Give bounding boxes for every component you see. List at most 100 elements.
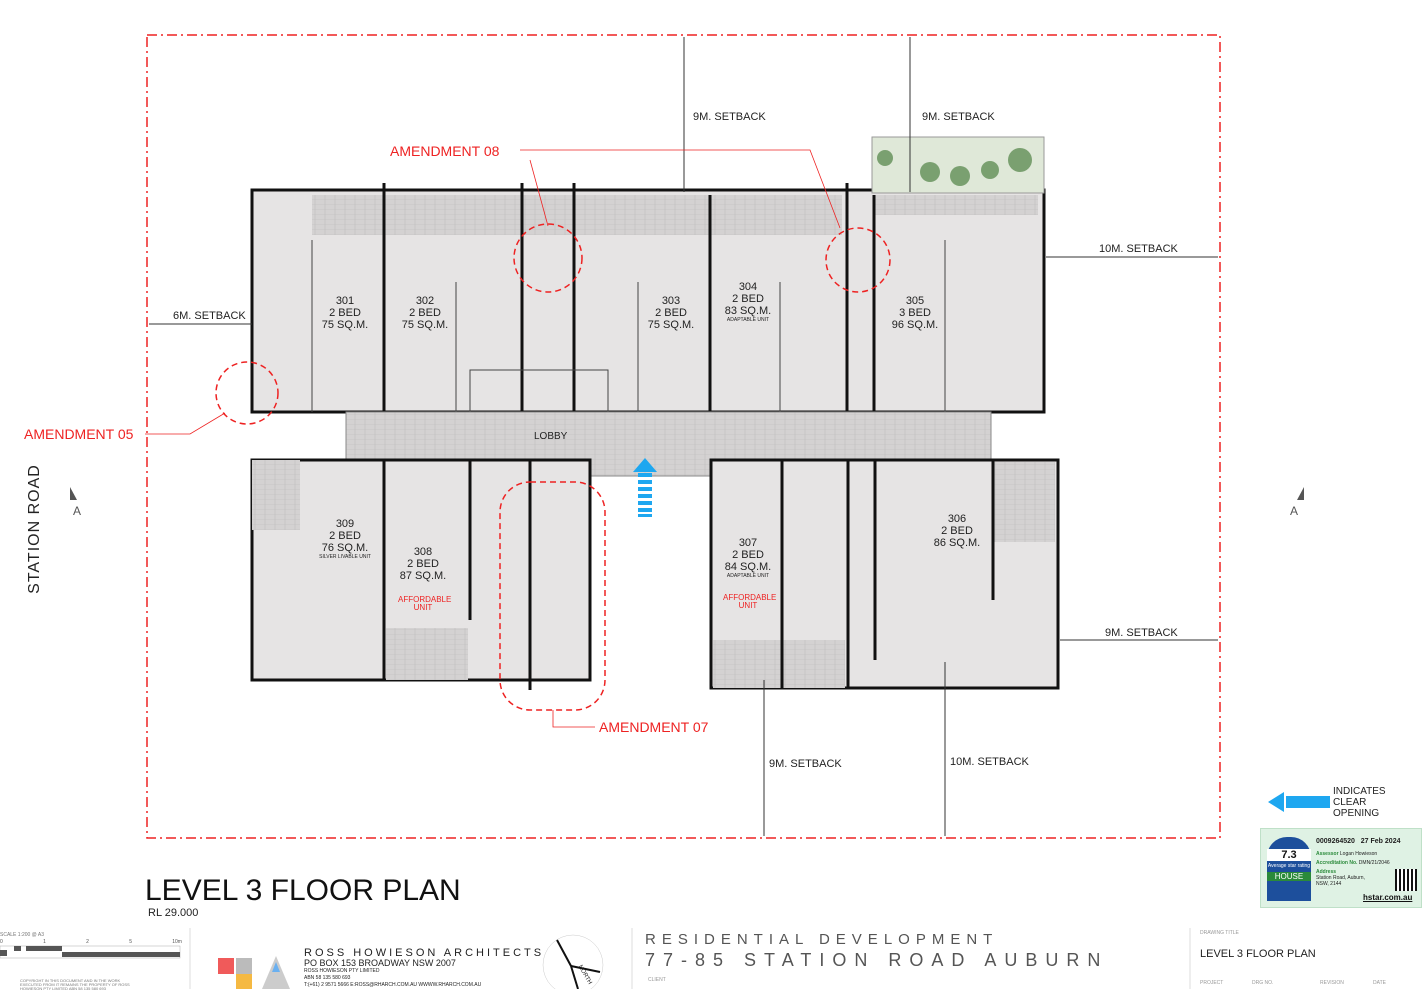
unit-number: 305	[905, 295, 925, 307]
nathers-site: hstar.com.au	[1363, 893, 1413, 902]
unit-number: 309	[335, 518, 355, 530]
scale-tick: 2	[86, 939, 89, 945]
firm-name: ROSS HOWIESON ARCHITECTS	[304, 947, 545, 959]
site-boundary	[146, 34, 1221, 839]
titleblock-drawing-title: LEVEL 3 FLOOR PLAN	[1200, 948, 1316, 960]
firm-address: PO BOX 153 BROADWAY NSW 2007	[304, 958, 456, 968]
scale-tick: 1	[43, 939, 46, 945]
reduced-level: RL 29.000	[148, 907, 199, 919]
unit-beds: 3 BED	[899, 307, 931, 319]
unit-beds: 2 BED	[329, 530, 361, 542]
drawing-title: LEVEL 3 FLOOR PLAN	[145, 874, 461, 907]
nathers-brand: HOUSE	[1267, 872, 1311, 881]
assessor: Logan Howieson	[1339, 851, 1378, 857]
amendment-05-label: AMENDMENT 05	[24, 426, 134, 442]
client-label: CLIENT	[648, 977, 666, 983]
amendment-07-cloud	[499, 481, 606, 711]
unit-affordable: AFFORDABLE UNIT	[723, 593, 777, 610]
scale-tick: 10m	[172, 939, 182, 945]
copyright-notice: COPYRIGHT IN THIS DOCUMENT AND IN THE WO…	[20, 978, 130, 991]
unit-number: 301	[335, 295, 355, 307]
date-label: DATE	[1373, 980, 1386, 986]
unit-beds: 2 BED	[732, 293, 764, 305]
unit-area: 84 SQ.M.	[724, 561, 772, 573]
entry-arrow-icon	[633, 458, 657, 517]
unit-beds: 2 BED	[407, 558, 439, 570]
unit-area: 96 SQ.M.	[891, 319, 939, 331]
unit-note: SILVER LIVABLE UNIT	[319, 554, 371, 560]
unit-area: 83 SQ.M.	[724, 305, 772, 317]
scale-bar	[0, 945, 181, 959]
section-label-left: A	[73, 504, 82, 518]
unit-number: 308	[413, 546, 433, 558]
unit-number: 302	[415, 295, 435, 307]
revision-label: REVISION	[1320, 980, 1344, 986]
clear-opening-arrow-icon	[1268, 792, 1330, 812]
scale-ticks: 0 1 2 5 10m	[0, 939, 182, 945]
project-line-1: RESIDENTIAL DEVELOPMENT	[645, 931, 999, 948]
amendment-07-label: AMENDMENT 07	[599, 719, 709, 735]
unit-note: ADAPTABLE UNIT	[726, 317, 770, 323]
unit-area: 75 SQ.M.	[647, 319, 695, 331]
setback-label: 9M. SETBACK	[922, 111, 995, 123]
certificate-date: 27 Feb 2024	[1360, 838, 1401, 845]
section-label-right: A	[1290, 504, 1299, 518]
nathers-certificate: 7.3 Average star rating HOUSE 0009264520…	[1260, 828, 1422, 908]
section-marker-left	[70, 487, 77, 500]
scale-tick: 0	[0, 939, 3, 945]
unit-beds: 2 BED	[655, 307, 687, 319]
setback-label: 6M. SETBACK	[173, 310, 246, 322]
setback-label: 9M. SETBACK	[1105, 627, 1178, 639]
setback-label: 9M. SETBACK	[769, 758, 842, 770]
star-rating-label: Average star rating	[1267, 863, 1311, 869]
scale-tick: 5	[129, 939, 132, 945]
amendment-08-cloud-a	[513, 223, 583, 293]
unit-area: 75 SQ.M.	[321, 319, 369, 331]
unit-note: ADAPTABLE UNIT	[726, 573, 770, 579]
unit-number: 306	[947, 513, 967, 525]
firm-company: ROSS HOWIESON PTY LIMITED	[304, 968, 380, 974]
project-label: PROJECT	[1200, 980, 1224, 986]
unit-beds: 2 BED	[732, 549, 764, 561]
drg-no-label: DRG NO.	[1252, 980, 1274, 986]
unit-number: 303	[661, 295, 681, 307]
unit-number: 304	[738, 281, 758, 293]
address: Station Road, Auburn, NSW, 2144	[1316, 875, 1365, 887]
address-label: Address	[1316, 869, 1337, 875]
amendment-08-label: AMENDMENT 08	[390, 143, 500, 159]
unit-area: 75 SQ.M.	[401, 319, 449, 331]
north-arrow-icon	[542, 934, 604, 989]
section-marker-right	[1297, 487, 1304, 500]
firm-contact: T:(+61) 2 9571 5666 E:ROSS@RHARCH.COM.AU…	[304, 982, 482, 988]
assessor-label: Assessor	[1316, 851, 1339, 857]
unit-area: 87 SQ.M.	[399, 570, 447, 582]
project-line-2: 77-85 STATION ROAD AUBURN	[645, 950, 1109, 970]
lobby-label: LOBBY	[534, 431, 568, 442]
unit-beds: 2 BED	[329, 307, 361, 319]
firm-abn: ABN 58 135 580 693	[304, 975, 351, 981]
unit-number: 307	[738, 537, 758, 549]
setback-label: 9M. SETBACK	[693, 111, 766, 123]
accreditation: DMN/21/2046	[1358, 860, 1390, 866]
setback-label: 10M. SETBACK	[1099, 243, 1178, 255]
star-rating-value: 7.3	[1267, 849, 1311, 861]
balconies-north	[312, 195, 842, 235]
unit-area: 86 SQ.M.	[933, 537, 981, 549]
unit-beds: 2 BED	[409, 307, 441, 319]
street-label: STATION ROAD	[25, 464, 43, 594]
accreditation-label: Accreditation No.	[1316, 860, 1358, 866]
unit-area: 76 SQ.M.	[321, 542, 369, 554]
scale-label: SCALE 1:200 @ A3	[0, 932, 44, 938]
amendment-05-cloud	[215, 361, 279, 425]
certificate-id: 0009264520	[1316, 838, 1355, 845]
amendment-08-cloud-b	[825, 227, 891, 293]
